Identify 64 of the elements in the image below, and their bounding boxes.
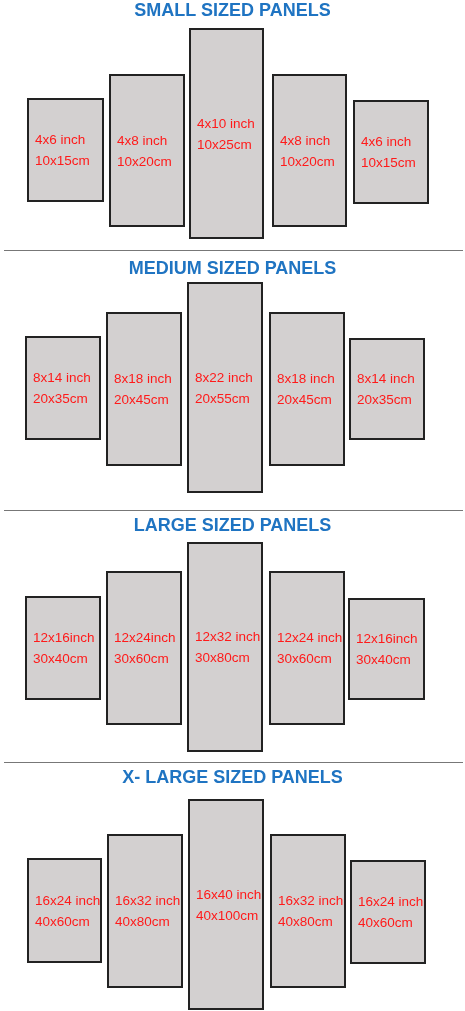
section-heading: X- LARGE SIZED PANELS	[121, 767, 344, 788]
canvas-panel	[349, 338, 425, 440]
canvas-panel	[25, 336, 101, 440]
size-text: 40x100cm	[196, 906, 260, 925]
size-text: 10x15cm	[361, 154, 417, 172]
canvas-panel	[348, 598, 425, 700]
size-text: 4x8 inch	[117, 131, 169, 150]
canvas-panel	[272, 74, 347, 227]
size-text: 8x18 inch	[277, 370, 336, 388]
size-text: 8x14 inch	[357, 370, 416, 388]
section-heading: SMALL SIZED PANELS	[133, 0, 332, 21]
section-heading: MEDIUM SIZED PANELS	[127, 258, 338, 279]
size-text: 16x32 inch	[278, 892, 344, 910]
size-text: 8x22 inch	[195, 368, 254, 387]
canvas-panel	[269, 312, 345, 466]
canvas-panel	[25, 596, 101, 700]
canvas-panel	[188, 799, 264, 1010]
size-text: 16x24 inch	[35, 891, 100, 910]
size-text: 4x6 inch	[361, 133, 413, 151]
canvas-panel	[270, 834, 346, 988]
size-text: 16x32 inch	[115, 892, 181, 910]
canvas-panel	[27, 858, 102, 963]
size-text: 10x20cm	[117, 152, 173, 171]
size-text: 10x25cm	[197, 135, 253, 154]
size-text: 20x35cm	[33, 390, 89, 408]
size-text: 30x60cm	[277, 650, 333, 668]
size-text: 12x24 inch	[277, 629, 343, 647]
canvas-panel	[106, 571, 182, 725]
canvas-panel	[27, 98, 104, 202]
size-text: 20x35cm	[357, 391, 413, 409]
size-text: 4x10 inch	[197, 114, 256, 133]
size-text: 40x80cm	[278, 913, 334, 931]
size-text: 10x20cm	[280, 152, 336, 171]
size-text: 30x80cm	[195, 649, 251, 667]
size-text: 10x15cm	[35, 152, 91, 170]
canvas-panel	[107, 834, 183, 988]
size-text: 4x6 inch	[35, 131, 87, 149]
canvas-panel	[187, 282, 263, 493]
size-text: 30x40cm	[356, 651, 412, 669]
size-text: 30x40cm	[33, 650, 89, 668]
size-text: 12x24inch	[114, 629, 177, 647]
canvas-panel	[353, 100, 429, 204]
section-heading: LARGE SIZED PANELS	[132, 515, 333, 536]
size-text: 40x80cm	[115, 913, 171, 931]
size-text: 12x32 inch	[195, 628, 261, 646]
size-text: 20x55cm	[195, 389, 251, 408]
size-text: 40x60cm	[358, 914, 414, 932]
size-text: 30x60cm	[114, 650, 170, 668]
canvas-panel	[187, 542, 263, 752]
size-text: 40x60cm	[35, 912, 91, 931]
canvas-panel	[106, 312, 182, 466]
canvas-panel	[109, 74, 185, 227]
canvas-panel	[269, 571, 345, 725]
canvas-panel	[189, 28, 264, 239]
size-text: 16x24 inch	[358, 893, 424, 911]
size-text: 12x16inch	[33, 629, 96, 647]
size-text: 8x14 inch	[33, 369, 92, 387]
size-text: 20x45cm	[114, 391, 170, 409]
canvas-panel	[350, 860, 426, 964]
size-text: 20x45cm	[277, 391, 333, 409]
size-text: 12x16inch	[356, 630, 419, 648]
size-text: 16x40 inch	[196, 885, 262, 904]
size-text: 8x18 inch	[114, 370, 173, 388]
size-text: 4x8 inch	[280, 131, 332, 150]
